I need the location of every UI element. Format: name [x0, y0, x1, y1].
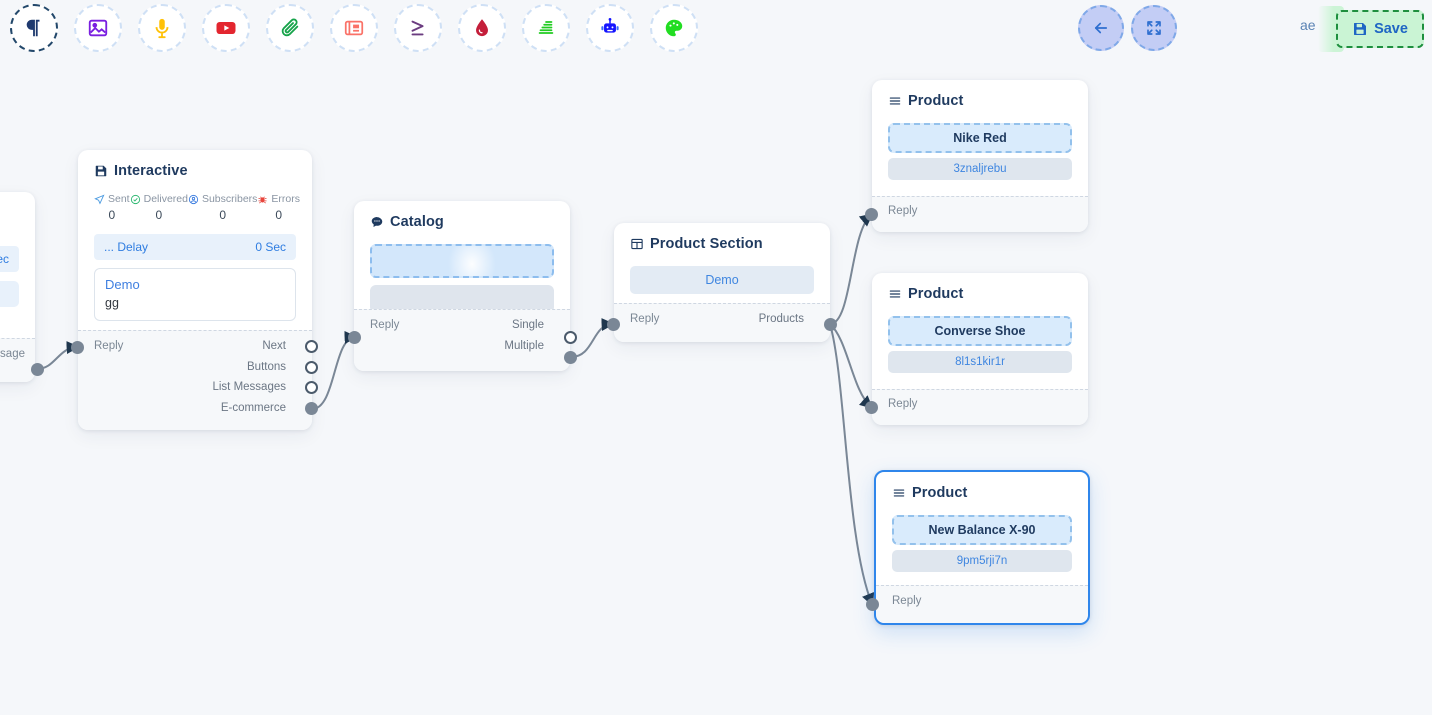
- interactive-input-label: Reply: [94, 340, 124, 352]
- list-icon: [893, 489, 905, 497]
- product-input-label: Reply: [888, 398, 918, 410]
- stat-delivered: Delivered 0: [130, 193, 188, 222]
- catalog-skeleton-secondary: [370, 285, 554, 313]
- stat-sent: Sent 0: [94, 193, 130, 222]
- grid-icon: [631, 238, 643, 250]
- product-section-input-label: Reply: [630, 313, 660, 325]
- node-palette-toolbar[interactable]: [0, 0, 1432, 58]
- bot-icon[interactable]: [586, 4, 634, 52]
- bug-icon: [258, 196, 268, 203]
- handle-interactive-reply-input[interactable]: [71, 341, 84, 354]
- output-label-buttons: Buttons: [247, 361, 286, 373]
- product-sku-pill[interactable]: 3znaljrebu: [888, 158, 1072, 180]
- save-button[interactable]: Save: [1336, 10, 1424, 48]
- article-icon[interactable]: [330, 4, 378, 52]
- handle-interactive-next-output[interactable]: [305, 340, 318, 353]
- handle-catalog-reply-input[interactable]: [348, 331, 361, 344]
- handle-catalog-single-output[interactable]: [564, 331, 577, 344]
- node-catalog-title: Catalog: [354, 201, 570, 234]
- video-icon[interactable]: [202, 4, 250, 52]
- product-name-pill[interactable]: Converse Shoe: [888, 316, 1072, 346]
- handle-partial-left-output[interactable]: [31, 363, 44, 376]
- attachment-icon[interactable]: [266, 4, 314, 52]
- node-product-footer: Reply: [876, 585, 1088, 623]
- node-product-section-footer: Reply Products: [614, 303, 830, 342]
- node-catalog[interactable]: Catalog Reply Single Multiple: [354, 201, 570, 371]
- stat-errors: 🐛 Errors 0: [0, 210, 19, 240]
- product-input-label: Reply: [892, 595, 922, 607]
- handle-interactive-ecommerce-output[interactable]: [305, 402, 318, 415]
- node-product-footer: Reply: [872, 389, 1088, 425]
- output-label-list-messages: List Messages: [212, 381, 286, 393]
- product-name-pill[interactable]: New Balance X-90: [892, 515, 1072, 545]
- node-product-title: Product: [872, 273, 1088, 306]
- node-product-title: Product: [876, 472, 1088, 505]
- output-label-single: Single: [512, 319, 544, 331]
- handle-product-new-balance-reply-input[interactable]: [866, 598, 879, 611]
- node-product-section[interactable]: Product Section Demo Reply Products: [614, 223, 830, 342]
- user-circle-icon: [188, 194, 199, 204]
- send-icon: [94, 194, 105, 205]
- node-product-footer: Reply: [872, 196, 1088, 232]
- palette-icon[interactable]: [650, 4, 698, 52]
- audio-icon[interactable]: [138, 4, 186, 52]
- catalog-skeleton-primary: [370, 244, 554, 278]
- catalog-input-label: Reply: [370, 319, 400, 331]
- floppy-icon: [1354, 23, 1367, 35]
- delay-label: ... Delay: [104, 240, 149, 254]
- save-button-label: Save: [1374, 21, 1408, 37]
- output-label-next: Next: [262, 340, 286, 352]
- handle-product-section-reply-input[interactable]: [607, 318, 620, 331]
- node-product-new-balance-x90[interactable]: Product New Balance X-90 9pm5rji7n Reply: [874, 470, 1090, 625]
- handle-product-section-products-output[interactable]: [824, 318, 837, 331]
- chat-bubble-icon: [371, 217, 383, 227]
- node-catalog-footer: Reply Single Multiple: [354, 309, 570, 371]
- node-interactive-footer: Reply Next Buttons List Messages E-comme…: [78, 330, 312, 430]
- handle-interactive-list-messages-output[interactable]: [305, 381, 318, 394]
- node-partial-left[interactable]: 🐛 Errors 0 Sec essage: [0, 192, 35, 382]
- node-interactive[interactable]: Interactive Sent 0: [78, 150, 312, 430]
- condition-icon[interactable]: [394, 4, 442, 52]
- partial-delay-value: Sec: [0, 252, 9, 266]
- stat-subscribers: Subscribers 0: [188, 193, 257, 222]
- stat-errors: Errors 0: [257, 193, 300, 222]
- output-label-products: Products: [758, 313, 804, 325]
- node-product-title: Product: [872, 80, 1088, 113]
- interactive-stats: Sent 0 Delivered 0: [94, 189, 300, 228]
- product-sku-pill[interactable]: 9pm5rji7n: [892, 550, 1072, 572]
- save-label-ghost: ae: [1300, 17, 1316, 33]
- droplet-icon[interactable]: [458, 4, 506, 52]
- node-product-converse-shoe[interactable]: Product Converse Shoe 8l1s1kir1r Reply: [872, 273, 1088, 425]
- node-product-nike-red[interactable]: Product Nike Red 3znaljrebu Reply: [872, 80, 1088, 232]
- handle-product-converse-shoe-reply-input[interactable]: [865, 401, 878, 414]
- stack-icon[interactable]: [522, 4, 570, 52]
- fit-view-button[interactable]: [1131, 5, 1177, 51]
- delay-value: 0 Sec: [255, 240, 286, 254]
- list-icon: [889, 290, 901, 298]
- product-sku-pill[interactable]: 8l1s1kir1r: [888, 351, 1072, 373]
- floppy-icon: [95, 165, 107, 177]
- interactive-delay-row[interactable]: ... Delay 0 Sec: [94, 234, 296, 260]
- message-title: Demo: [105, 277, 140, 292]
- handle-product-nike-red-reply-input[interactable]: [865, 208, 878, 221]
- list-icon: [889, 97, 901, 105]
- node-partial-left-footer: essage: [0, 338, 35, 382]
- back-button[interactable]: [1078, 5, 1124, 51]
- partial-foot-label: essage: [0, 348, 25, 360]
- node-interactive-title: Interactive: [78, 150, 312, 183]
- output-label-multiple: Multiple: [504, 340, 544, 352]
- handle-interactive-buttons-output[interactable]: [305, 361, 318, 374]
- product-section-demo-pill[interactable]: Demo: [630, 266, 814, 294]
- image-icon[interactable]: [74, 4, 122, 52]
- output-label-ecommerce: E-commerce: [220, 402, 286, 414]
- check-circle-icon: [130, 194, 140, 204]
- node-product-section-title: Product Section: [614, 223, 830, 256]
- text-icon[interactable]: [10, 4, 58, 52]
- interactive-message-box[interactable]: Demo gg: [94, 268, 296, 321]
- partial-placeholder: [0, 281, 19, 307]
- handle-catalog-multiple-output[interactable]: [564, 351, 577, 364]
- product-name-pill[interactable]: Nike Red: [888, 123, 1072, 153]
- product-input-label: Reply: [888, 205, 918, 217]
- message-text: gg: [105, 296, 119, 310]
